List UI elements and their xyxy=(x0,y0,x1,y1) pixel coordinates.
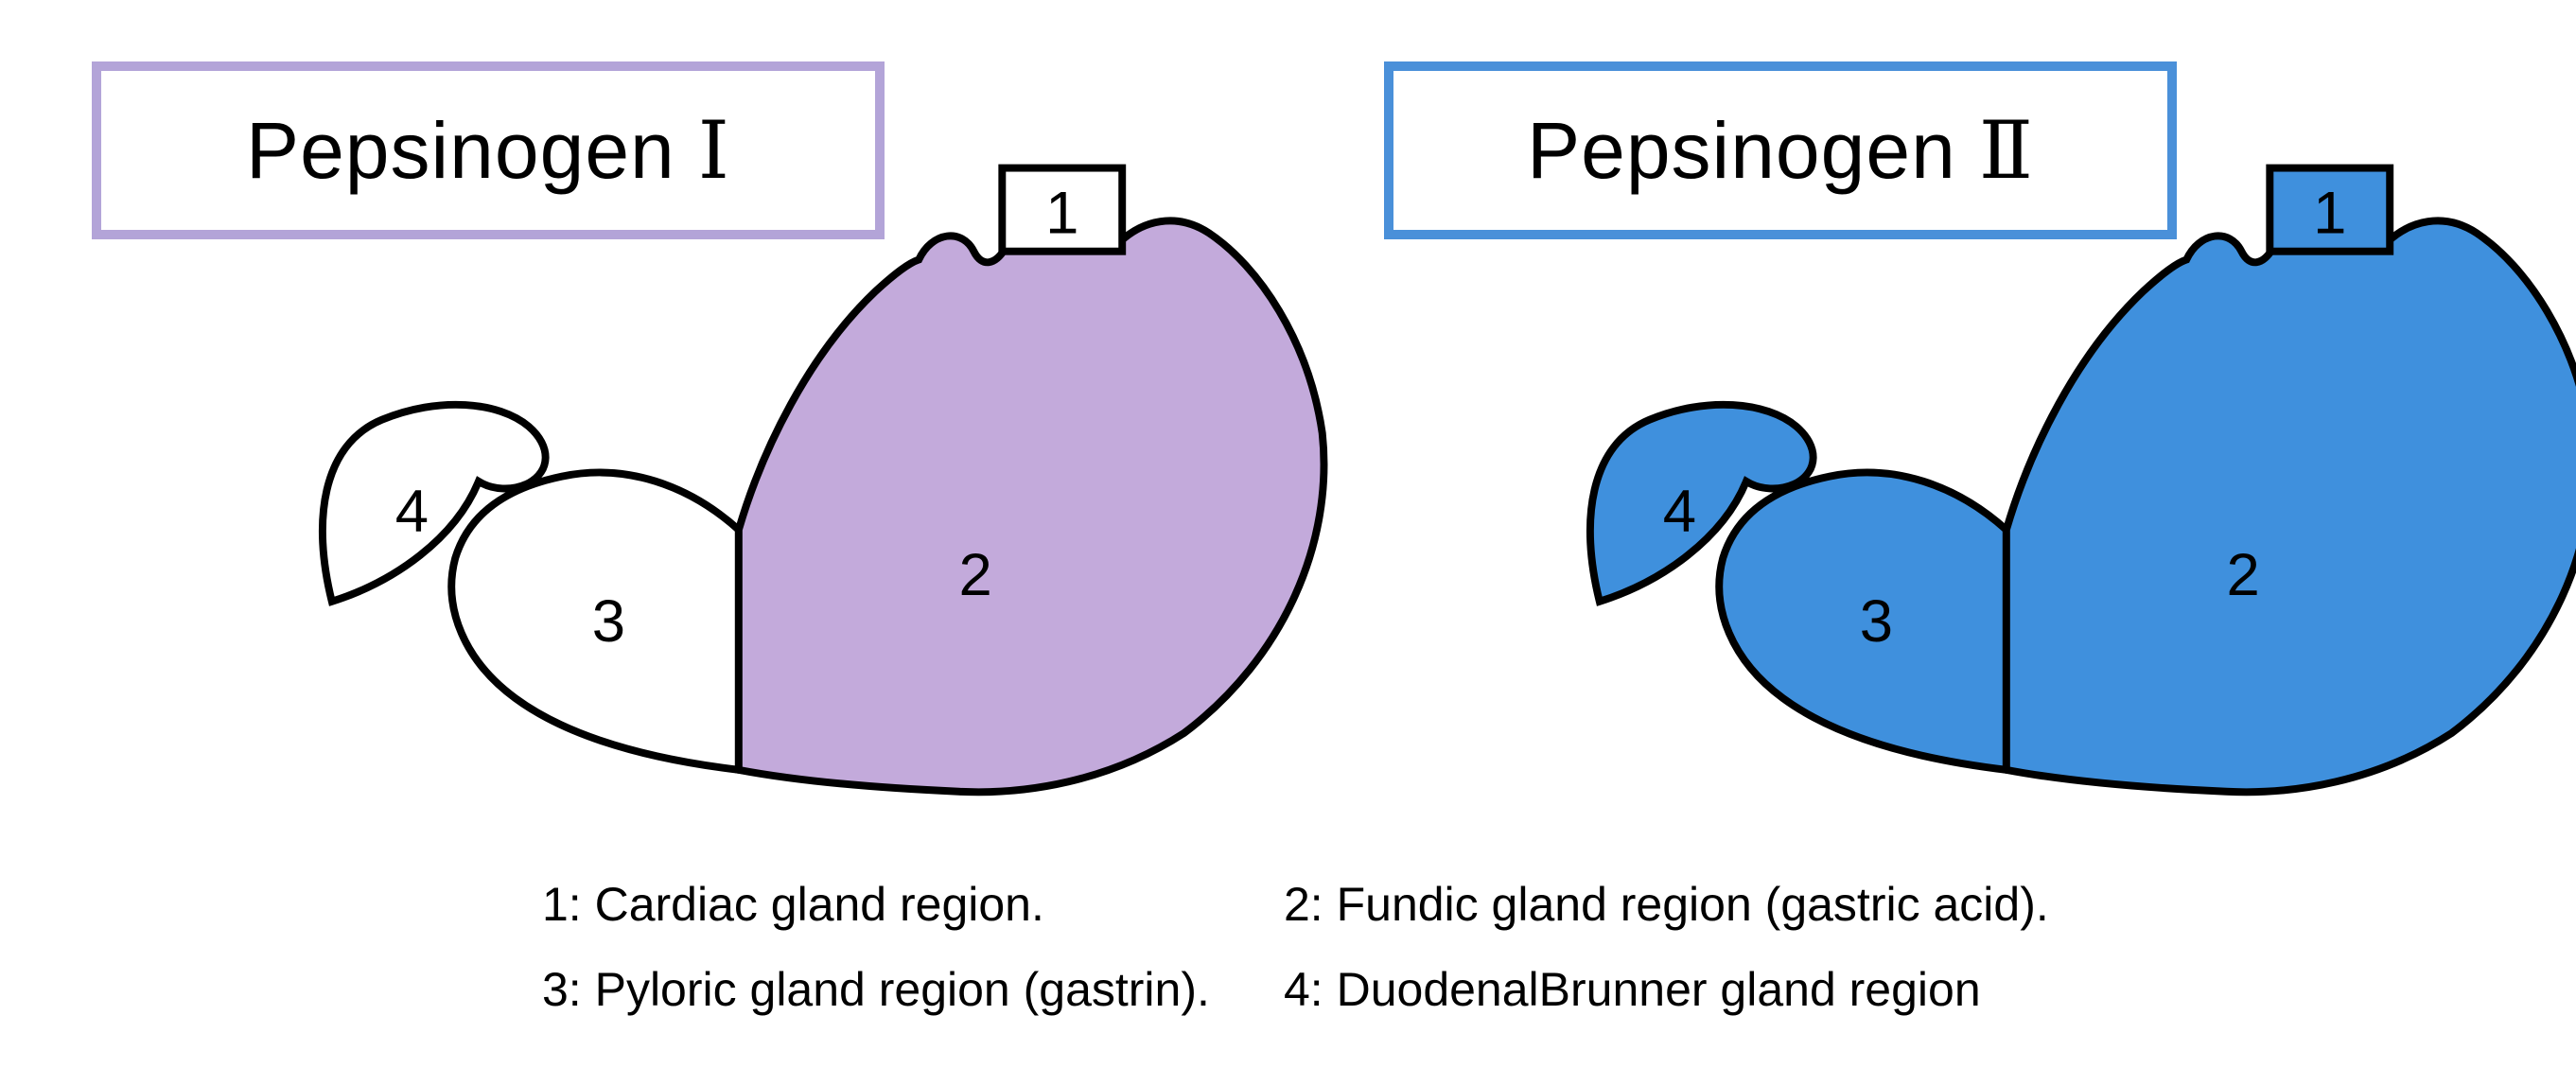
legend-item-cardiac: 1: Cardiac gland region. xyxy=(542,878,1044,931)
pepsinogen-2-title: Pepsinogen Ⅱ xyxy=(1384,61,2177,239)
pepsinogen-2-title-text: Pepsinogen xyxy=(1527,105,1956,195)
pepsinogen-1-title: Pepsinogen Ⅰ xyxy=(92,61,885,239)
stomach-diagram-pepsinogen-2: 1 2 3 4 xyxy=(1586,164,2576,797)
stomach-diagram-pepsinogen-1: 1 2 3 4 xyxy=(318,164,1328,797)
region-4-label: 4 xyxy=(395,479,429,545)
duodenal-brunner-region-4 xyxy=(318,400,550,606)
region-1-label: 1 xyxy=(2313,180,2346,246)
region-2-label: 2 xyxy=(958,542,991,608)
pyloric-region-3 xyxy=(447,468,743,775)
pyloric-region-3 xyxy=(1715,468,2010,775)
fundic-region-2 xyxy=(2002,217,2576,797)
legend-item-pyloric: 3: Pyloric gland region (gastrin). xyxy=(542,963,1210,1016)
legend-item-duodenal: 4: DuodenalBrunner gland region xyxy=(1284,963,1981,1016)
cardiac-region-1 xyxy=(2266,164,2394,255)
legend-item-fundic: 2: Fundic gland region (gastric acid). xyxy=(1284,878,2049,931)
legend: 1: Cardiac gland region. 2: Fundic gland… xyxy=(542,875,2049,1019)
region-2-label: 2 xyxy=(2226,542,2259,608)
fundic-region-2 xyxy=(734,217,1328,797)
pepsinogen-1-numeral: Ⅰ xyxy=(697,104,730,197)
cardiac-region-1 xyxy=(998,164,1127,255)
region-4-label: 4 xyxy=(1663,479,1696,545)
duodenal-brunner-region-4 xyxy=(1586,400,1817,606)
region-3-label: 3 xyxy=(592,588,625,655)
region-3-label: 3 xyxy=(1860,588,1893,655)
pepsinogen-1-title-text: Pepsinogen xyxy=(246,105,675,195)
pepsinogen-2-numeral: Ⅱ xyxy=(1978,104,2034,197)
region-1-label: 1 xyxy=(1045,180,1078,246)
